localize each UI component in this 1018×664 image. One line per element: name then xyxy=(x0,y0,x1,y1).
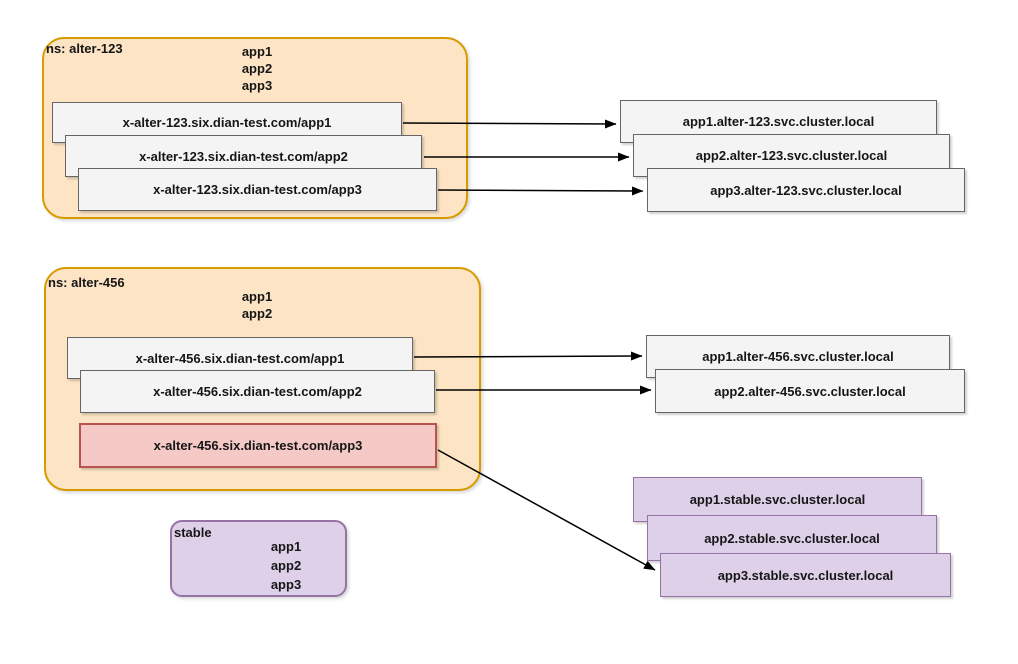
pod-label: app1 xyxy=(241,44,273,59)
service-box-stable-app1: app1.stable.svc.cluster.local xyxy=(633,477,922,522)
pod-list-stable: app1 app2 app3 xyxy=(229,537,343,594)
service-box-alter123-app3: app3.alter-123.svc.cluster.local xyxy=(647,168,965,212)
ingress-host-alter456-app2: x-alter-456.six.dian-test.com/app2 xyxy=(80,370,435,413)
pod-list-alter-123: app1 app2 app3 xyxy=(200,43,314,94)
pod-label: app2 xyxy=(241,61,273,76)
namespace-box-stable xyxy=(170,520,347,597)
ingress-host-alter123-app3: x-alter-123.six.dian-test.com/app3 xyxy=(78,168,437,211)
pod-label: app3 xyxy=(270,577,302,592)
pod-label: app3 xyxy=(241,78,273,93)
pod-label: app1 xyxy=(270,539,302,554)
namespace-label-stable: stable xyxy=(174,525,212,540)
pod-list-alter-456: app1 app2 xyxy=(200,288,314,322)
service-box-stable-app3: app3.stable.svc.cluster.local xyxy=(660,553,951,597)
service-box-alter456-app2: app2.alter-456.svc.cluster.local xyxy=(655,369,965,413)
pod-label: app2 xyxy=(241,306,273,321)
namespace-label-alter-123: ns: alter-123 xyxy=(46,41,123,56)
pod-label: app2 xyxy=(270,558,302,573)
pod-label: app1 xyxy=(241,289,273,304)
namespace-label-alter-456: ns: alter-456 xyxy=(48,275,125,290)
ingress-host-alter456-app3-fallback: x-alter-456.six.dian-test.com/app3 xyxy=(79,423,437,468)
arrow-alter123-app3 xyxy=(437,186,644,196)
